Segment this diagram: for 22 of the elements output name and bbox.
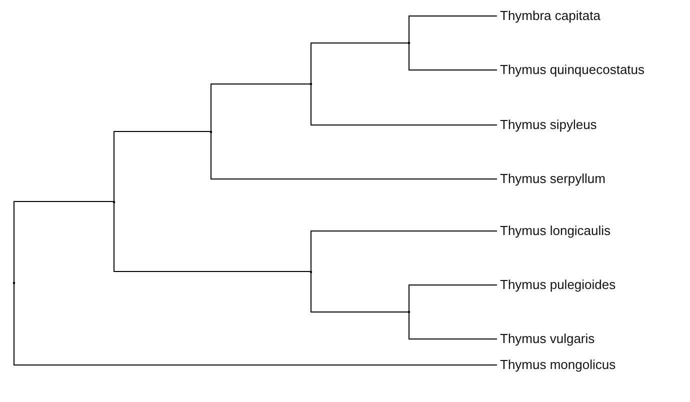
tree-branch — [14, 201, 114, 284]
tree-branch — [408, 312, 498, 340]
species-label: Thymbra capitata — [500, 8, 600, 24]
tree-branch — [114, 131, 210, 202]
tree-branch — [310, 230, 498, 272]
species-label: Thymus quinquecostatus — [500, 62, 645, 78]
species-label: Thymus pulegioides — [500, 277, 616, 293]
tree-branch — [310, 42, 408, 84]
species-label: Thymus serpyllum — [500, 171, 606, 187]
species-label: Thymus vulgaris — [500, 331, 595, 347]
tree-branch — [310, 84, 498, 126]
tree-branch — [408, 42, 498, 70]
tree-branch — [408, 16, 498, 44]
tree-branch — [408, 284, 498, 312]
tree-branch — [14, 282, 498, 366]
tree-branch — [210, 84, 310, 132]
tree-branch — [210, 131, 498, 180]
species-label: Thymus longicaulis — [500, 223, 611, 239]
species-label: Thymus sipyleus — [500, 117, 597, 133]
tree-branch — [114, 201, 310, 272]
species-label: Thymus mongolicus — [500, 357, 616, 373]
tree-branch — [310, 271, 408, 312]
